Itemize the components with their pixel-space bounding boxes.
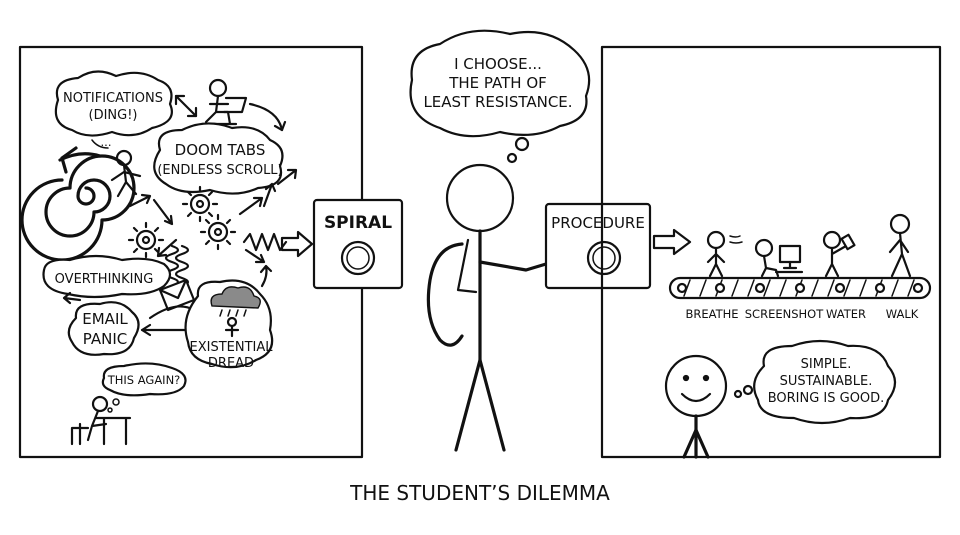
endless-scroll-label: (ENDLESS SCROLL) (157, 163, 282, 178)
comic-caption: THE STUDENT’S DILEMMA (349, 481, 610, 505)
screenshot-figure (754, 238, 804, 278)
notifications-label: NOTIFICATIONS (63, 91, 163, 106)
arrow-icon (152, 198, 174, 226)
notifications-bubble: NOTIFICATIONS (DING!) (54, 70, 173, 137)
ellipsis-label: ... (101, 135, 112, 149)
panic-label: PANIC (83, 330, 127, 348)
big-arrow-to-spiral (280, 230, 314, 258)
laptop-person (200, 78, 248, 126)
arrow-laptop-doom (248, 102, 284, 132)
overthinking-label: OVERTHINKING (55, 272, 154, 287)
arrow-icon (244, 248, 266, 264)
this-again-bubble: THIS AGAIN? (101, 362, 187, 397)
gear-icon (181, 185, 219, 223)
email-panic-bubble: EMAIL PANIC (67, 301, 140, 356)
left-panel: NOTIFICATIONS (DING!) ... DOOM TABS (END… (18, 45, 364, 459)
step-screenshot-label: SCREENSHOT (745, 307, 824, 321)
sustainable-thought-bubble: SIMPLE. SUSTAINABLE. BORING IS GOOD. (753, 339, 897, 425)
procedure-button-label: PROCEDURE (551, 214, 645, 232)
breathe-figure (706, 230, 743, 278)
arrow-icon (62, 291, 82, 305)
procedure-button[interactable]: PROCEDURE (544, 202, 652, 290)
smiling-figure (664, 354, 728, 459)
thought-line-2: THE PATH OF (448, 74, 547, 92)
storm-cloud-icon (210, 286, 261, 338)
this-again-label: THIS AGAIN? (107, 373, 181, 387)
ding-label: (DING!) (89, 108, 138, 123)
doom-tabs-label: DOOM TABS (175, 141, 266, 159)
walk-figure (888, 213, 912, 278)
thought-line-1: I CHOOSE... (454, 55, 542, 73)
boring-is-good-label: BORING IS GOOD. (768, 391, 885, 406)
arrow-icon (238, 196, 264, 216)
arrow-icon (156, 238, 178, 258)
water-figure (822, 230, 856, 278)
arrow-icon (276, 168, 298, 186)
arrow-icon (262, 182, 277, 208)
squiggle-line (242, 232, 288, 252)
arrow-icon (140, 323, 192, 337)
right-panel-frame (600, 45, 942, 459)
email-label: EMAIL (82, 310, 128, 328)
conveyor-belt (668, 276, 932, 300)
arrow-notif-laptop (174, 94, 198, 118)
step-water-label: WATER (826, 307, 866, 321)
dread-label: DREAD (208, 356, 254, 371)
arrow-icon (128, 193, 152, 208)
swirl-icon (20, 146, 136, 262)
existential-label: EXISTENTIAL (190, 340, 274, 355)
step-walk-label: WALK (886, 307, 919, 321)
arrow-icon (259, 264, 273, 288)
simple-label: SIMPLE. (801, 357, 852, 372)
thought-bubble: I CHOOSE... THE PATH OF LEAST RESISTANCE… (409, 29, 591, 164)
big-arrow-to-procedure (652, 228, 692, 256)
gear-icon (199, 213, 237, 251)
overthinking-bubble: OVERTHINKING (42, 254, 172, 299)
right-panel: BREATHE SCREENSHOT WATER WALK SIMPLE. SU… (600, 45, 942, 459)
doom-tabs-bubble: DOOM TABS (ENDLESS SCROLL) (153, 122, 284, 195)
thought-line-3: LEAST RESISTANCE. (423, 93, 572, 111)
sustainable-label: SUSTAINABLE. (780, 374, 873, 389)
spiral-button-label: SPIRAL (324, 213, 392, 233)
step-breathe-label: BREATHE (685, 307, 738, 321)
spiral-button[interactable]: SPIRAL (312, 198, 404, 290)
desk-person (70, 395, 132, 446)
gear-icon (127, 221, 165, 259)
